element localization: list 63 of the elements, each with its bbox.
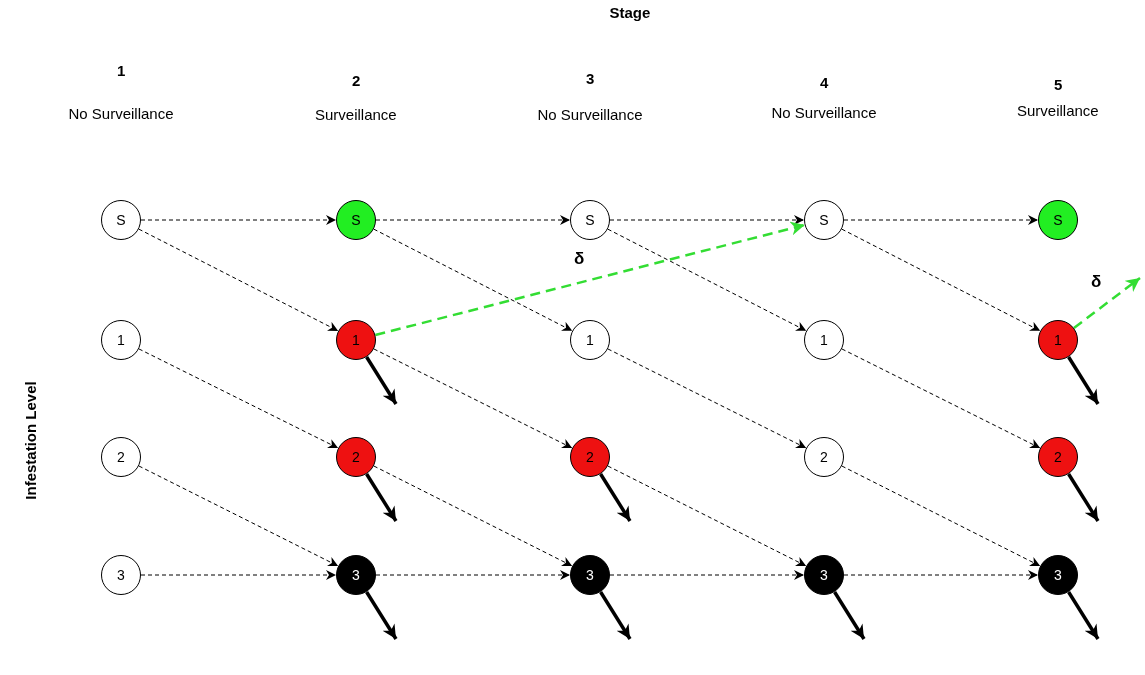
arrow xyxy=(1067,356,1100,405)
arrow xyxy=(609,215,805,225)
arrow xyxy=(373,465,573,567)
arrow xyxy=(1067,591,1100,640)
arrow xyxy=(375,215,571,225)
arrow xyxy=(841,228,1041,332)
stage-description: No Surveillance xyxy=(537,105,643,123)
arrow xyxy=(138,465,339,567)
arrow xyxy=(609,570,805,580)
arrow xyxy=(843,570,1039,580)
arrow xyxy=(365,356,398,405)
arrow xyxy=(833,591,866,640)
arrow xyxy=(140,215,337,225)
arrow xyxy=(607,228,807,332)
state-circle: 1 xyxy=(570,320,610,360)
state-circle: 2 xyxy=(1038,437,1078,477)
state-circle: 2 xyxy=(101,437,141,477)
state-circle: 3 xyxy=(1038,555,1078,595)
arrow xyxy=(373,348,573,449)
state-circle: 2 xyxy=(804,437,844,477)
arrow xyxy=(365,591,398,640)
arrow xyxy=(841,465,1041,567)
arrow xyxy=(140,570,337,580)
arrow xyxy=(607,465,807,567)
arrow xyxy=(599,591,632,640)
arrow xyxy=(375,221,805,337)
state-circle: S xyxy=(336,200,376,240)
arrow xyxy=(607,348,807,449)
state-circle: 3 xyxy=(570,555,610,595)
arrow xyxy=(138,348,339,449)
stage-description: Surveillance xyxy=(1017,101,1099,119)
arrow xyxy=(375,570,571,580)
stage-description: Surveillance xyxy=(315,105,397,123)
arrow xyxy=(1067,473,1100,522)
state-circle: 1 xyxy=(804,320,844,360)
axis-title: Infestation Level xyxy=(21,380,39,500)
arrow xyxy=(1073,277,1141,329)
arrow xyxy=(841,348,1041,449)
stage-number: 4 xyxy=(820,73,829,91)
arrow xyxy=(138,228,339,332)
stage-number: 3 xyxy=(586,69,595,87)
stage-number: 5 xyxy=(1054,75,1063,93)
arrow xyxy=(365,473,398,522)
state-circle: 3 xyxy=(101,555,141,595)
axis-title: Stage xyxy=(609,3,651,21)
state-circle: 1 xyxy=(1038,320,1078,360)
arrow xyxy=(373,228,573,332)
stage-description: No Surveillance xyxy=(771,103,877,121)
stage-number: 1 xyxy=(117,61,126,79)
stage-number: 2 xyxy=(352,71,361,89)
arrow xyxy=(843,215,1039,225)
state-circle: S xyxy=(804,200,844,240)
state-circle: S xyxy=(1038,200,1078,240)
state-circle: S xyxy=(101,200,141,240)
state-circle: 2 xyxy=(336,437,376,477)
state-circle: S xyxy=(570,200,610,240)
state-circle: 1 xyxy=(101,320,141,360)
state-circle: 1 xyxy=(336,320,376,360)
state-circle: 3 xyxy=(804,555,844,595)
state-circle: 3 xyxy=(336,555,376,595)
stage-description: No Surveillance xyxy=(68,104,174,122)
arrow xyxy=(599,473,632,522)
state-circle: 2 xyxy=(570,437,610,477)
